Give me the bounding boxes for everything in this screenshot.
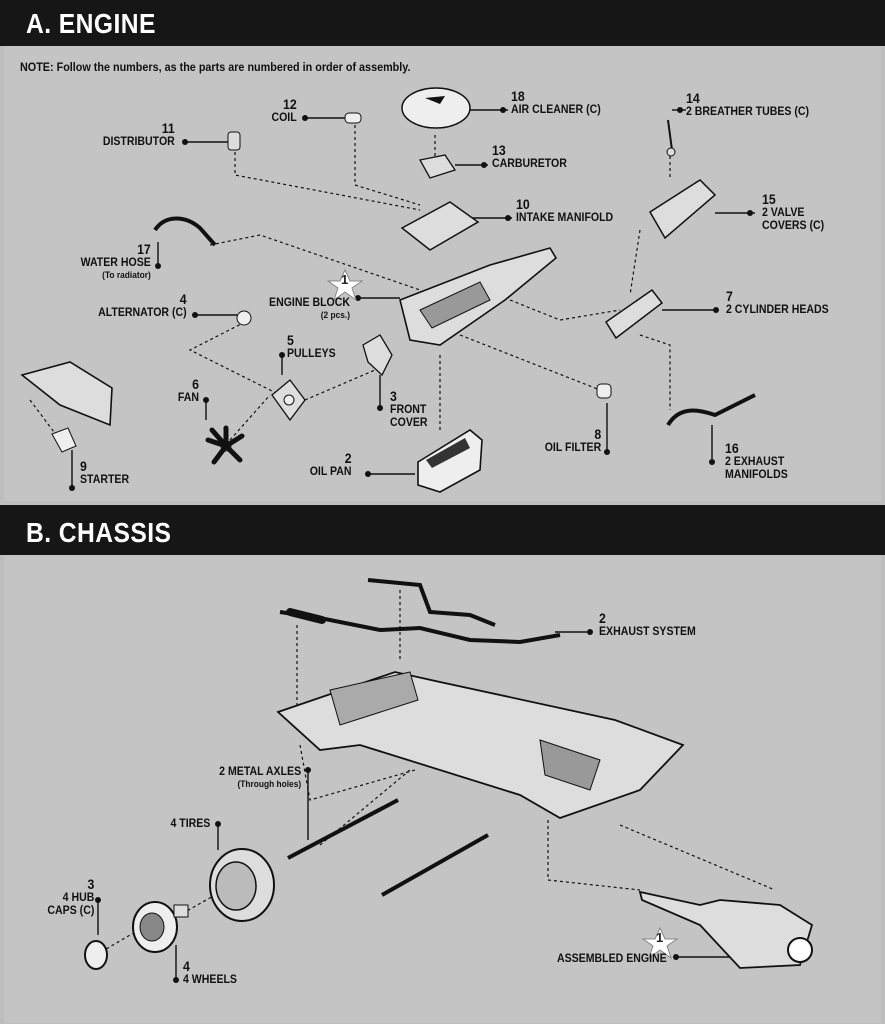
distributor-drawing <box>227 131 241 151</box>
engine-block-drawing <box>399 247 558 346</box>
label-tires: 4 TIRES <box>170 816 210 830</box>
water-hose-drawing <box>153 216 217 247</box>
coil-drawing <box>344 112 362 124</box>
oil-pan-drawing <box>417 429 483 493</box>
cylinder-heads-drawing <box>604 288 664 340</box>
chassis-frame-drawing <box>276 671 685 819</box>
fan-drawing <box>205 425 245 465</box>
oil-filter-drawing <box>596 383 612 399</box>
engine-title: A. ENGINE <box>26 8 156 39</box>
starter-drawing <box>20 361 113 453</box>
exhaust-system-drawing <box>279 578 561 645</box>
pulleys-drawing <box>271 379 306 422</box>
assembled-engine-drawing <box>638 890 814 969</box>
engine-block-star-number: 1 <box>341 272 349 287</box>
breather-tube-drawing <box>666 119 676 157</box>
axle-drawing <box>287 798 489 897</box>
valve-covers-drawing <box>648 179 717 240</box>
chassis-header: B. CHASSIS <box>0 505 885 555</box>
hub-cap-drawing <box>84 940 108 970</box>
intake-manifold-drawing <box>400 201 480 251</box>
assembly-note: NOTE: Follow the numbers, as the parts a… <box>20 60 411 74</box>
label-metal-axles: 2 METAL AXLES(Through holes) <box>219 764 301 791</box>
chassis-title: B. CHASSIS <box>26 517 172 548</box>
alternator-drawing <box>236 310 252 326</box>
wheel-drawing <box>132 901 189 953</box>
carburetor-drawing <box>418 154 457 179</box>
front-cover-drawing <box>362 334 393 377</box>
label-assembled-engine: ASSEMBLED ENGINE <box>557 951 667 965</box>
exhaust-manifolds-drawing <box>666 393 756 427</box>
label-engine-block: ENGINE BLOCK(2 pcs.) <box>269 295 350 322</box>
tire-drawing <box>209 848 275 922</box>
star-icon <box>641 926 679 960</box>
air-cleaner-drawing <box>401 87 471 129</box>
star-icon <box>326 268 364 302</box>
engine-header: A. ENGINE <box>0 0 885 46</box>
assembled-engine-star-number: 1 <box>656 930 664 945</box>
